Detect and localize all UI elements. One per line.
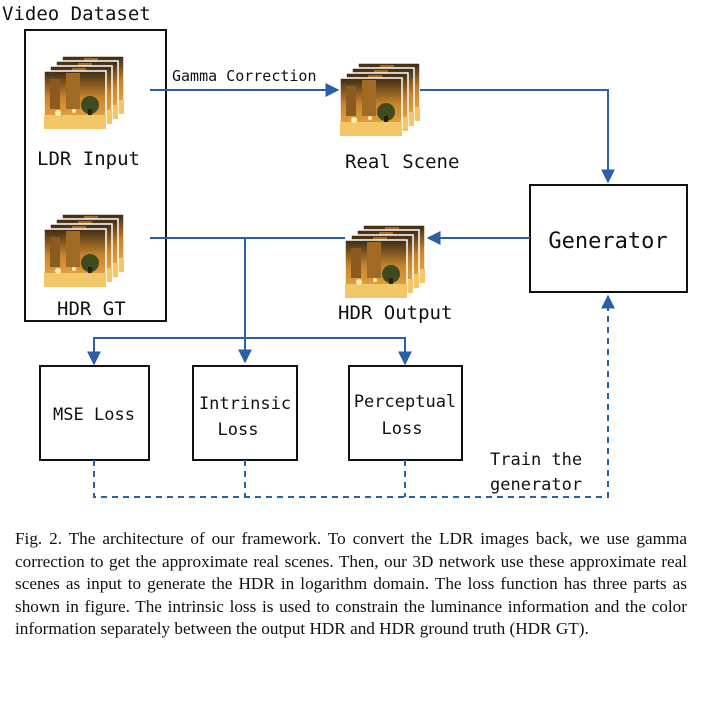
dataset-title: Video Dataset: [2, 3, 151, 25]
perceptual-loss-label-1: Perceptual: [354, 392, 456, 412]
train-generator-label-2: generator: [490, 475, 582, 495]
real-scene-image: [340, 63, 420, 136]
ldr-input-image: [44, 56, 124, 129]
hdr-gt-image: [44, 214, 124, 287]
video-dataset-box: [24, 29, 167, 322]
intrinsic-loss-label-2: Loss: [218, 420, 259, 440]
real-scene-label: Real Scene: [345, 151, 459, 173]
generator-label: Generator: [548, 229, 667, 254]
figure-caption: Fig. 2. The architecture of our framewor…: [15, 529, 687, 639]
training-feedback-path: [93, 294, 615, 498]
gamma-correction-label: Gamma Correction: [172, 67, 317, 85]
ldr-input-label: LDR Input: [37, 148, 140, 170]
train-generator-label-1: Train the: [490, 450, 582, 470]
loss-branch: [93, 337, 406, 362]
real-to-generator-arrow: [420, 89, 615, 184]
hdr-gt-label: HDR GT: [57, 298, 126, 320]
perceptual-loss-box: [348, 365, 463, 461]
hdr-output-label: HDR Output: [338, 302, 452, 324]
intrinsic-loss-label-1: Intrinsic: [199, 394, 291, 414]
generator-box: [529, 184, 688, 293]
mse-loss-label: MSE Loss: [53, 405, 135, 425]
perceptual-loss-label-2: Loss: [382, 419, 423, 439]
hdr-output-image: [345, 225, 425, 298]
